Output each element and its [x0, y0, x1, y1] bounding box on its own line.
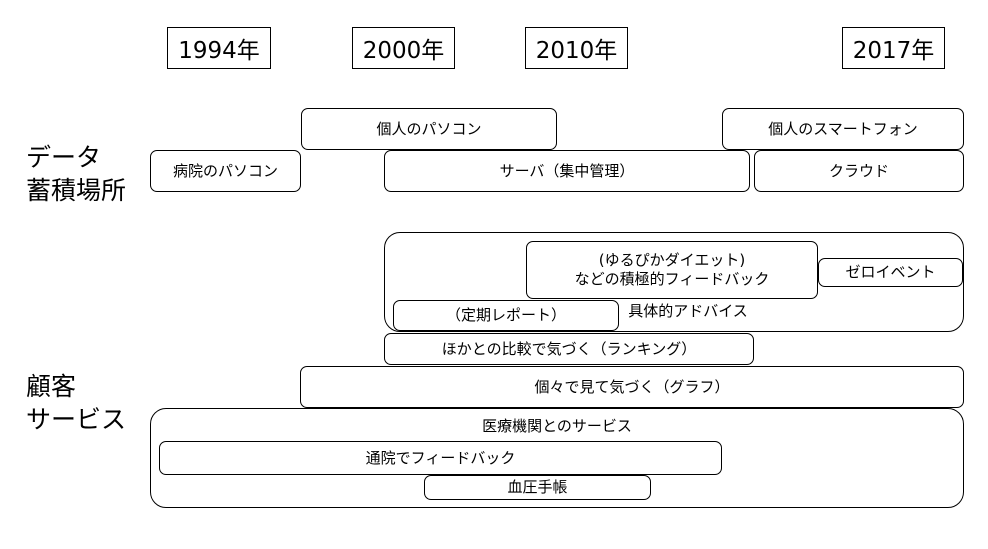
- graph-box: 個々で見て気づく（グラフ）: [300, 366, 964, 408]
- data-storage-label-line1: データ: [26, 143, 102, 172]
- customer-service-label: 顧客 サービス: [26, 370, 126, 436]
- cloud-box: クラウド: [754, 150, 964, 192]
- proactive-feedback-line1: (ゆるぴかダイエット): [598, 251, 746, 270]
- year-2017: 2017年: [842, 27, 945, 69]
- data-storage-label: データ 蓄積場所: [26, 141, 126, 207]
- data-storage-label-line2: 蓄積場所: [26, 176, 127, 205]
- regular-report-box: （定期レポート）: [393, 300, 619, 331]
- hospital-pc-box: 病院のパソコン: [150, 150, 301, 192]
- customer-service-label-line1: 顧客: [26, 372, 77, 401]
- personal-pc-box: 個人のパソコン: [301, 108, 557, 150]
- proactive-feedback-line2: などの積極的フィードバック: [574, 270, 770, 288]
- ranking-box: ほかとの比較で気づく（ランキング）: [384, 333, 754, 365]
- medical-service-label: 医療機関とのサービス: [482, 417, 632, 435]
- customer-service-label-line2: サービス: [26, 405, 127, 434]
- year-1994: 1994年: [167, 27, 271, 69]
- bp-notebook-box: 血圧手帳: [424, 475, 651, 500]
- zero-event-box: ゼロイベント: [818, 258, 963, 287]
- year-2000: 2000年: [352, 27, 455, 69]
- concrete-advice-label: 具体的アドバイス: [628, 302, 748, 321]
- visit-feedback-box: 通院でフィードバック: [159, 441, 722, 475]
- year-2010: 2010年: [525, 27, 628, 69]
- smartphone-box: 個人のスマートフォン: [722, 108, 964, 150]
- proactive-feedback-box: (ゆるぴかダイエット) などの積極的フィードバック: [526, 241, 818, 299]
- server-box: サーバ（集中管理）: [384, 150, 750, 192]
